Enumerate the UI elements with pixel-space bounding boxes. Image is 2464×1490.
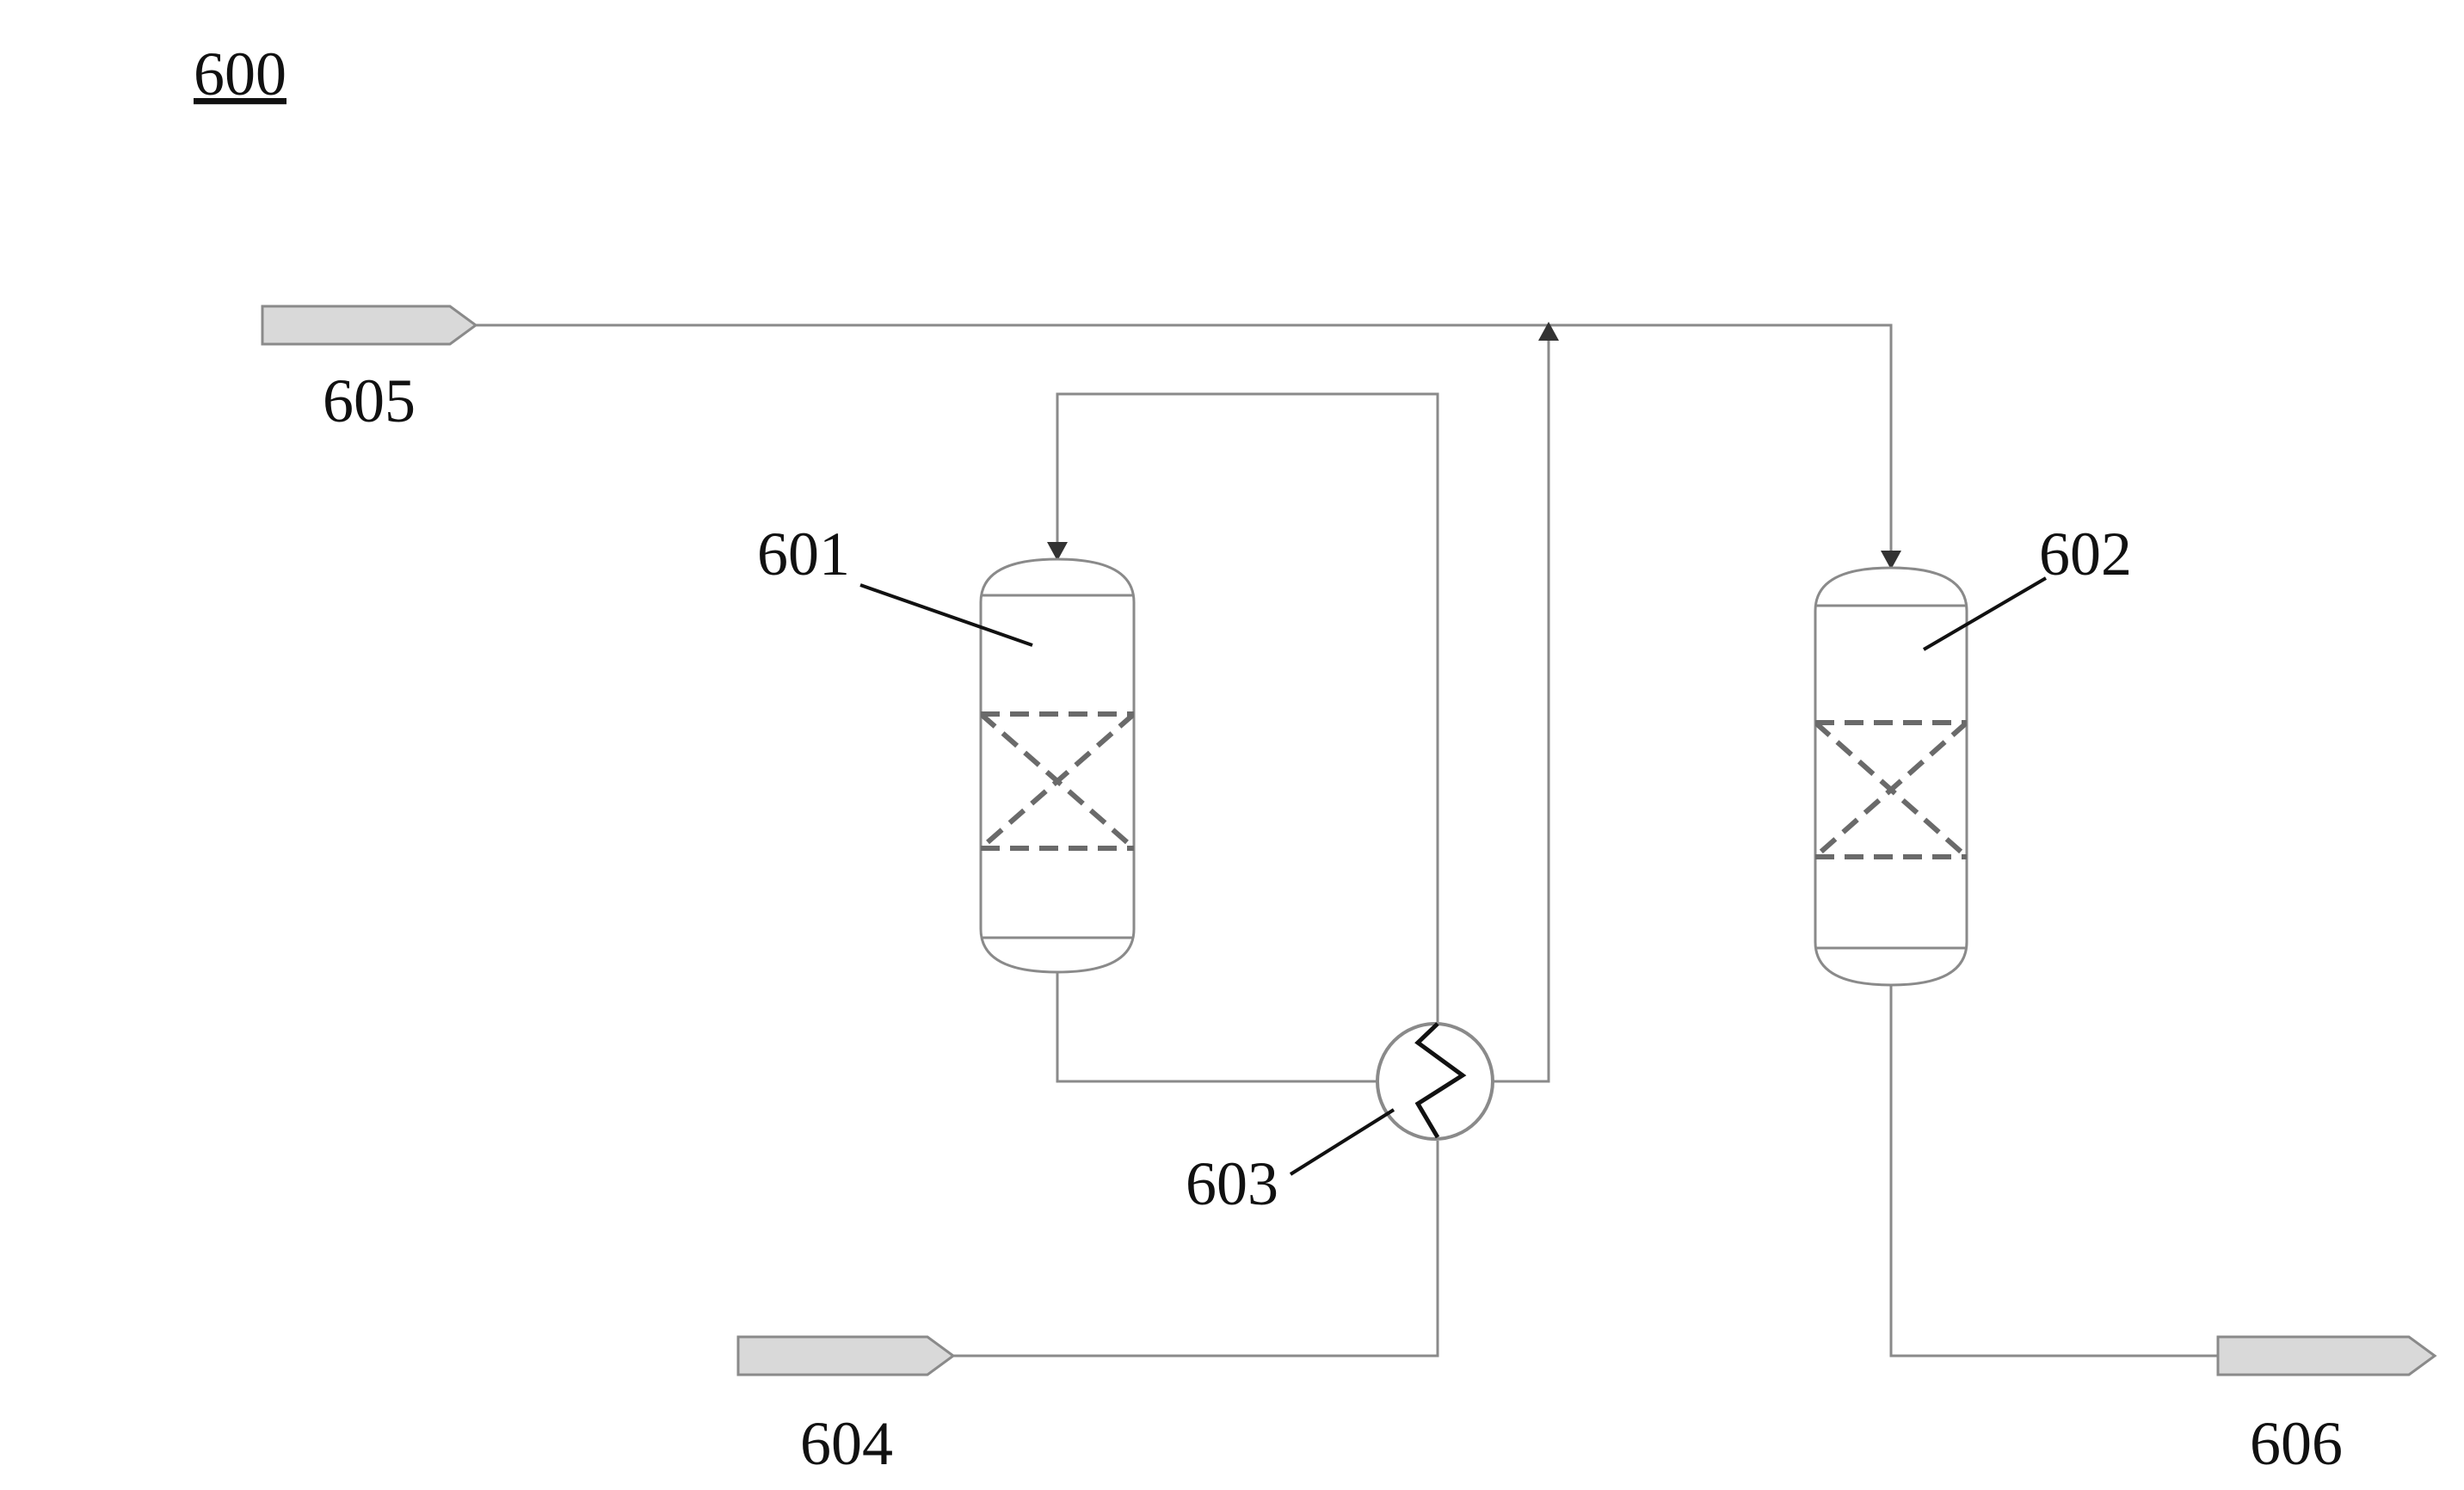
label-stream-604: 604 [800, 1409, 893, 1478]
label-vessel-602: 602 [2039, 520, 2132, 588]
stream-tag-604 [738, 1337, 953, 1375]
heat-exchanger-603 [1377, 1024, 1493, 1139]
pipe-605-to-602 [471, 325, 1891, 563]
label-stream-605: 605 [323, 366, 416, 435]
leader-603 [1291, 1110, 1394, 1174]
vessel-601 [981, 559, 1134, 972]
figure-number: 600 [194, 40, 286, 108]
label-stream-606: 606 [2250, 1409, 2343, 1478]
heat-exchanger-603-shell [1377, 1024, 1493, 1139]
pipe-603-to-605-line [1487, 329, 1549, 1081]
stream-tag-605 [262, 306, 476, 344]
pipe-602-to-606 [1891, 985, 2218, 1356]
pipe-601-bottom-to-603 [1057, 972, 1383, 1081]
vessel-601-shell [981, 559, 1134, 972]
vessel-602-shell [1815, 568, 1967, 985]
label-vessel-601: 601 [757, 520, 850, 588]
stream-tag-606 [2218, 1337, 2435, 1375]
vessel-602 [1815, 568, 1967, 985]
label-heat-exchanger-603: 603 [1186, 1149, 1278, 1218]
